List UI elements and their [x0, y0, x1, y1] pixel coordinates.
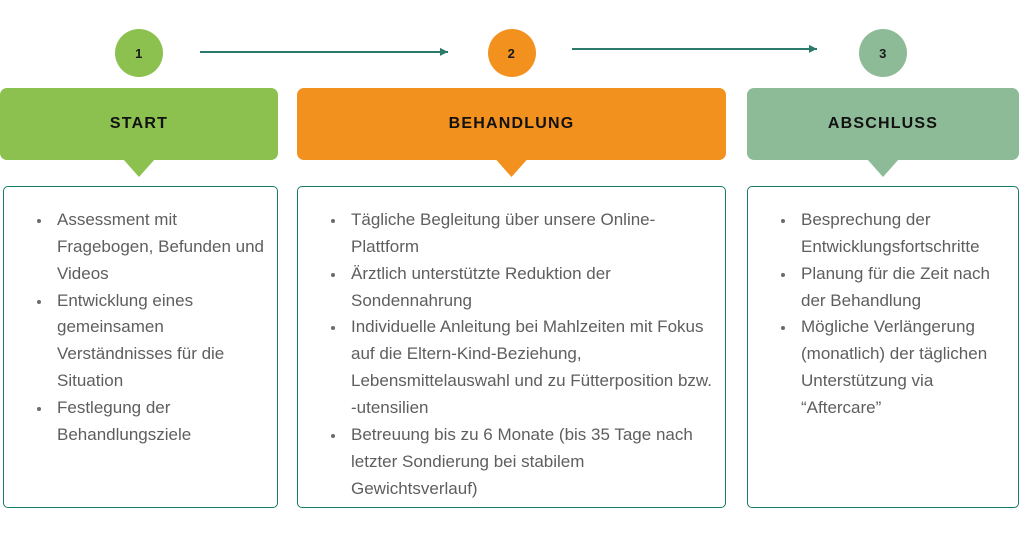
header-pointer-tail: [495, 159, 528, 177]
step-number: 2: [507, 45, 516, 61]
step-bullet-list: Besprechung der Entwicklungsfortschritte…: [760, 207, 1008, 422]
list-item: Assessment mit Fragebogen, Befunden und …: [52, 207, 267, 288]
step-number-badge: 2: [487, 29, 536, 77]
step-number-badge: 3: [859, 29, 907, 77]
step-bullet-list: Tägliche Begleitung über unsere Online-P…: [310, 207, 715, 502]
list-item: Festlegung der Behandlungsziele: [52, 395, 267, 449]
step-header-abschluss: ABSCHLUSS: [747, 88, 1019, 160]
step-header-start: START: [0, 88, 278, 160]
step-number: 1: [135, 45, 143, 61]
step-bullet-list: Assessment mit Fragebogen, Befunden und …: [16, 207, 267, 449]
list-item: Besprechung der Entwicklungsfortschritte: [796, 207, 1008, 261]
list-item: Entwicklung eines gemeinsamen Verständni…: [52, 288, 267, 395]
arrow-head-icon: [809, 44, 817, 53]
list-item: Mögliche Verlängerung (monatlich) der tä…: [796, 314, 1008, 421]
list-item: Individuelle Anleitung bei Mahlzeiten mi…: [346, 314, 715, 421]
step-header-behandlung: BEHANDLUNG: [297, 88, 726, 160]
step-title: START: [109, 115, 169, 132]
step-title: ABSCHLUSS: [827, 115, 939, 132]
step-column-behandlung: 2 BEHANDLUNG Tägliche Begleitung über un…: [297, 0, 726, 550]
list-item: Planung für die Zeit nach der Behandlung: [796, 261, 1008, 315]
arrow-head-icon: [440, 47, 448, 56]
arrow-line: [200, 51, 448, 53]
step-content-box-start: Assessment mit Fragebogen, Befunden und …: [3, 186, 278, 508]
step-number: 3: [879, 45, 887, 61]
list-item: Ärztlich unterstützte Reduktion der Sond…: [346, 261, 715, 315]
list-item: Betreuung bis zu 6 Monate (bis 35 Tage n…: [346, 422, 715, 503]
step-column-start: 1 START Assessment mit Fragebogen, Befun…: [0, 0, 278, 550]
arrow-line: [572, 48, 817, 50]
step-number-badge: 1: [115, 29, 163, 77]
step-title: BEHANDLUNG: [448, 115, 575, 132]
step-column-abschluss: 3 ABSCHLUSS Besprechung der Entwicklungs…: [747, 0, 1019, 550]
step-content-box-abschluss: Besprechung der Entwicklungsfortschritte…: [747, 186, 1019, 508]
step-content-box-behandlung: Tägliche Begleitung über unsere Online-P…: [297, 186, 726, 508]
header-pointer-tail: [123, 159, 155, 177]
list-item: Tägliche Begleitung über unsere Online-P…: [346, 207, 715, 261]
header-pointer-tail: [867, 159, 899, 177]
